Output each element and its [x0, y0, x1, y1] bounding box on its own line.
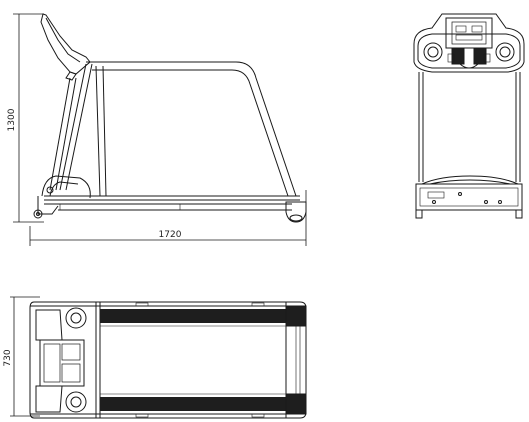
top-console: [35, 307, 87, 413]
width-dimension-line: [10, 296, 40, 417]
side-view: 1300 1720: [7, 13, 307, 246]
top-belt-rails: [100, 302, 286, 418]
width-dimension-label: 730: [3, 349, 13, 366]
length-dimension-label: 1720: [159, 230, 182, 240]
front-console: [413, 13, 525, 73]
top-view: 730: [3, 296, 307, 419]
front-base: [415, 175, 523, 219]
length-dimension-line: [29, 190, 307, 246]
height-dimension-label: 1300: [7, 108, 17, 131]
side-console: [40, 13, 91, 81]
side-wheels: [33, 201, 307, 223]
front-uprights: [418, 72, 521, 182]
side-handrail: [86, 61, 297, 197]
height-dimension-line: [13, 13, 44, 223]
side-upright: [49, 63, 93, 191]
side-deck: [37, 195, 300, 215]
side-motor-hood: [41, 175, 91, 199]
top-rear-caps: [285, 305, 307, 415]
front-view: [413, 13, 525, 219]
